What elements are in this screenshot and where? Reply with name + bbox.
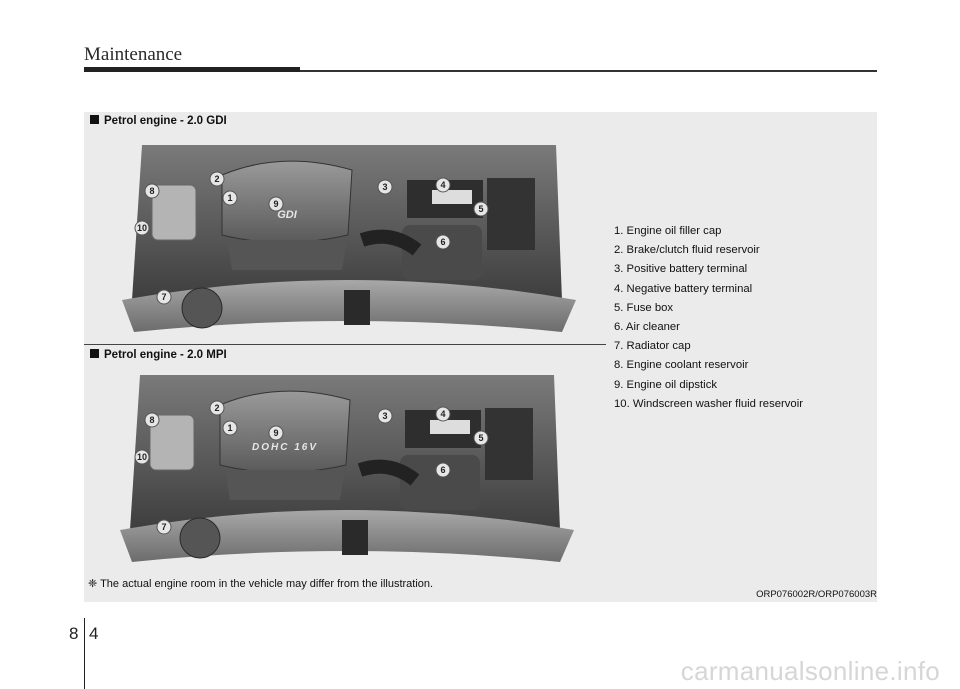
svg-text:8: 8: [149, 415, 154, 425]
callout-3: 3: [377, 179, 393, 195]
callout-8: 8: [144, 412, 160, 428]
legend-item: 2. Brake/clutch fluid reservoir: [614, 244, 760, 257]
svg-text:3: 3: [382, 182, 387, 192]
engine-illustration-gdi: GDI 1 2 3 4 5 6 7 8 9 10: [122, 145, 576, 332]
illustration-note: ❈ The actual engine room in the vehicle …: [88, 578, 434, 590]
callout-10: 10: [134, 220, 150, 236]
callout-8: 8: [144, 183, 160, 199]
svg-text:6: 6: [440, 465, 445, 475]
svg-text:4: 4: [440, 180, 445, 190]
bullet-square-icon: [90, 349, 99, 358]
engine-emblem-mpi: DOHC 16V: [252, 442, 318, 453]
svg-text:5: 5: [478, 433, 483, 443]
page-number-chapter: 8: [69, 624, 79, 643]
callout-6: 6: [435, 462, 451, 478]
legend-item: 7. Radiator cap: [614, 340, 691, 353]
legend-item: 6. Air cleaner: [614, 321, 680, 334]
callout-6: 6: [435, 234, 451, 250]
legend-item: 5. Fuse box: [614, 301, 674, 314]
callout-4: 4: [435, 406, 451, 422]
callout-5: 5: [473, 430, 489, 446]
legend-item: 4. Negative battery terminal: [614, 282, 753, 295]
svg-text:3: 3: [382, 411, 387, 421]
section-divider: [84, 344, 606, 345]
svg-text:10: 10: [137, 223, 147, 233]
svg-text:2: 2: [214, 174, 219, 184]
legend-item: 8. Engine coolant reservoir: [614, 359, 749, 372]
callout-5: 5: [473, 201, 489, 217]
svg-text:9: 9: [273, 428, 278, 438]
svg-text:6: 6: [440, 237, 445, 247]
page-number-divider: [84, 618, 85, 689]
callout-2: 2: [209, 400, 225, 416]
header-rule-thick: [84, 67, 300, 72]
section-label-mpi: Petrol engine - 2.0 MPI: [90, 349, 227, 361]
section-label-text: Petrol engine - 2.0 GDI: [104, 115, 227, 127]
legend-item: 10. Windscreen washer fluid reservoir: [614, 397, 803, 410]
svg-text:8: 8: [149, 186, 154, 196]
svg-text:5: 5: [478, 204, 483, 214]
bullet-square-icon: [90, 115, 99, 124]
callout-1: 1: [222, 190, 238, 206]
callout-7: 7: [156, 519, 172, 535]
image-code: ORP076002R/ORP076003R: [756, 589, 877, 600]
legend-item: 1. Engine oil filler cap: [614, 225, 722, 237]
engine-illustration-mpi: DOHC 16V 1 2 3 4 5 6 7 8 9 10: [120, 375, 574, 562]
svg-text:1: 1: [227, 423, 232, 433]
legend-item: 9. Engine oil dipstick: [614, 378, 717, 391]
watermark: carmanualsonline.info: [680, 656, 940, 686]
header-rule-thin: [300, 70, 877, 72]
callout-9: 9: [268, 425, 284, 441]
section-label-gdi: Petrol engine - 2.0 GDI: [90, 115, 227, 127]
svg-text:4: 4: [440, 409, 445, 419]
svg-text:2: 2: [214, 403, 219, 413]
callout-2: 2: [209, 171, 225, 187]
svg-text:10: 10: [137, 452, 147, 462]
legend-item: 3. Positive battery terminal: [614, 263, 748, 276]
callout-7: 7: [156, 289, 172, 305]
callout-4: 4: [435, 177, 451, 193]
svg-text:1: 1: [227, 193, 232, 203]
svg-text:9: 9: [273, 199, 278, 209]
page-title: Maintenance: [84, 44, 183, 65]
page-number: 4: [89, 624, 99, 643]
section-label-text: Petrol engine - 2.0 MPI: [104, 349, 227, 361]
callout-9: 9: [268, 196, 284, 212]
callout-3: 3: [377, 408, 393, 424]
engine-emblem-gdi: GDI: [277, 209, 298, 221]
callout-1: 1: [222, 420, 238, 436]
content-panel: Petrol engine - 2.0 GDI GDI 1 2 3: [84, 112, 877, 602]
callout-10: 10: [134, 449, 150, 465]
svg-text:7: 7: [161, 522, 166, 532]
component-legend: 1. Engine oil filler cap 2. Brake/clutch…: [614, 222, 803, 414]
svg-text:7: 7: [161, 292, 166, 302]
